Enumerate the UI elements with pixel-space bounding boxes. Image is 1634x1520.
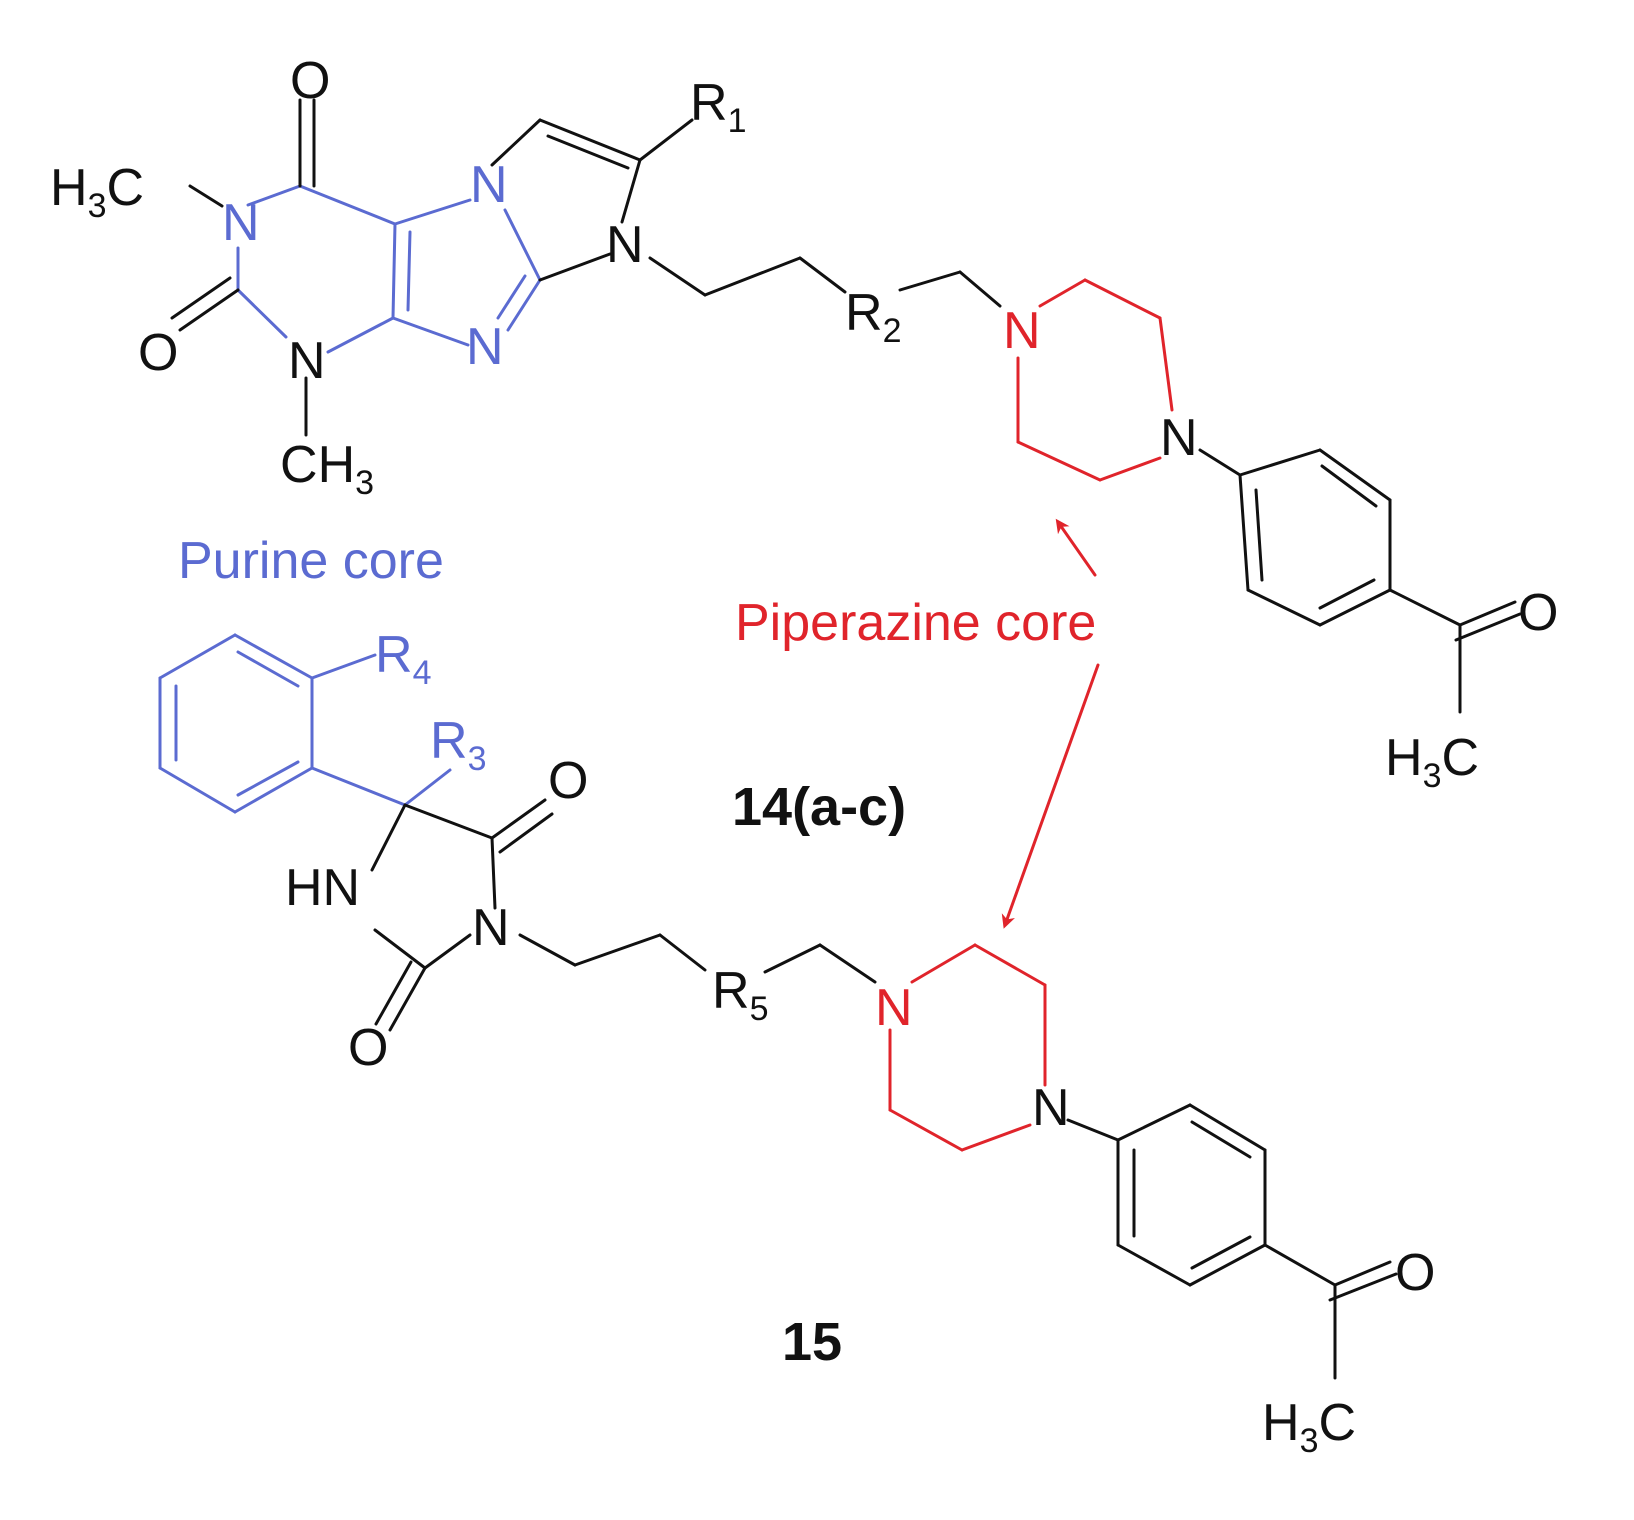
compound-14-structure: O H3C N O N CH3 N N N R1 R2 N N O H3C: [50, 52, 1558, 795]
hydantoin-n: N: [472, 899, 510, 957]
piperazine-ring-15: [888, 943, 1047, 1152]
compound-14-atoms: O H3C N O N CH3 N N N R1 R2 N N O H3C: [50, 52, 1558, 795]
compound-15-structure: R4 R3 O HN N O R5 N N O H3C: [158, 626, 1435, 1460]
purine-core-label: Purine core: [178, 532, 444, 590]
piperazine-n1-15: N: [875, 979, 913, 1037]
compound-14-label: 14(a-c): [732, 777, 906, 837]
compound-15-atoms: R4 R3 O HN N O R5 N N O H3C: [285, 626, 1435, 1460]
imidazole-n-atom: N: [606, 216, 644, 274]
phenyl-ring-15: [158, 633, 452, 814]
piperazine-arrows: [1001, 518, 1100, 929]
compound-15-bonds: [370, 798, 877, 1032]
compound-15-label: 15: [782, 1312, 842, 1372]
acetylphenyl-14: [1198, 448, 1522, 714]
hydantoin-nh: HN: [285, 859, 360, 917]
piperazine-n4-14: N: [1160, 409, 1198, 467]
piperazine-n4-15: N: [1032, 1079, 1070, 1137]
n3-atom: N: [288, 332, 326, 390]
acetyl-methyl-15: H3C: [1262, 1394, 1356, 1460]
carbonyl-oxygen-left: O: [138, 324, 178, 382]
ketone-oxygen-14: O: [1518, 584, 1558, 642]
piperazine-core-label: Piperazine core: [735, 594, 1096, 652]
r3-substituent: R3: [430, 712, 486, 778]
r1-substituent: R1: [690, 74, 746, 140]
n9-atom: N: [466, 318, 504, 376]
ketone-oxygen-15: O: [1395, 1244, 1435, 1302]
piperazine-ring-14: [1016, 278, 1174, 482]
n1-methyl-label: H3C: [50, 159, 144, 225]
purine-core-bonds: [236, 184, 542, 354]
compound-14-bonds: [170, 98, 1002, 437]
carbonyl-oxygen-15-top: O: [548, 752, 588, 810]
acetylphenyl-15: [1066, 1103, 1398, 1380]
carbonyl-oxygen-top: O: [290, 52, 330, 110]
r5-substituent: R5: [712, 962, 768, 1028]
piperazine-n1-14: N: [1003, 302, 1041, 360]
carbonyl-oxygen-15-bottom: O: [348, 1019, 388, 1077]
r4-substituent: R4: [375, 626, 431, 692]
acetyl-methyl-14: H3C: [1385, 729, 1479, 795]
n3-methyl-label: CH3: [280, 436, 374, 502]
n1-atom: N: [222, 194, 260, 252]
r2-substituent: R2: [845, 284, 901, 350]
n7-atom: N: [470, 156, 508, 214]
